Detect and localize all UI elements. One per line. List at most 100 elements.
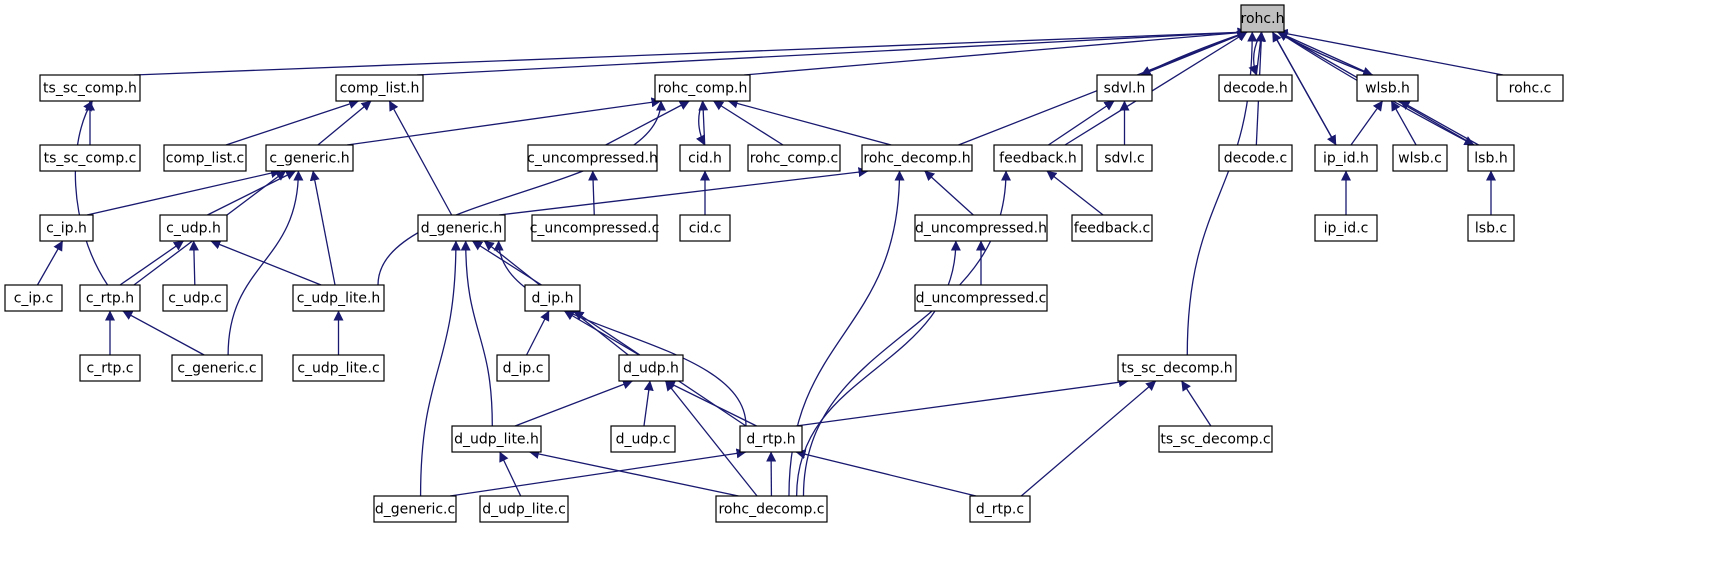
edge-d_generic_c-to-d_rtp_h bbox=[449, 448, 747, 497]
node-ts-sc-comp-c[interactable]: ts_sc_comp.c bbox=[39, 144, 141, 172]
node-c-ip-c[interactable]: c_ip.c bbox=[4, 284, 63, 312]
node-label: decode.h bbox=[1223, 81, 1288, 97]
node-label: rohc.c bbox=[1509, 81, 1552, 97]
node-box bbox=[39, 144, 141, 172]
node-label: c_uncompressed.h bbox=[527, 151, 658, 167]
node-box bbox=[679, 144, 731, 172]
edge-c_uncompressed_h-to-rohc_comp_h bbox=[605, 100, 690, 146]
node-box bbox=[993, 144, 1083, 172]
node-cid-h[interactable]: cid.h bbox=[679, 144, 731, 172]
node-label: d_ip.c bbox=[503, 361, 544, 377]
node-lsb-c[interactable]: lsb.c bbox=[1467, 214, 1515, 242]
node-label: c_generic.h bbox=[269, 151, 349, 167]
node-label: c_uncompressed.c bbox=[530, 221, 660, 237]
edge-d_uncompressed_h-to-rohc_decomp_h bbox=[924, 170, 974, 216]
node-lsb-h[interactable]: lsb.h bbox=[1467, 144, 1515, 172]
node-d-ip-c[interactable]: d_ip.c bbox=[496, 354, 550, 382]
node-ts-sc-decomp-c[interactable]: ts_sc_decomp.c bbox=[1158, 425, 1273, 453]
node-box bbox=[39, 214, 94, 242]
node-d-ip-h[interactable]: d_ip.h bbox=[524, 284, 581, 312]
node-feedback-h[interactable]: feedback.h bbox=[993, 144, 1083, 172]
edge-rohc_comp_h-to-rohc_h bbox=[743, 27, 1248, 76]
node-box bbox=[861, 144, 973, 172]
node-ip-id-h[interactable]: ip_id.h bbox=[1314, 144, 1378, 172]
node-rohc-c[interactable]: rohc.c bbox=[1496, 74, 1564, 102]
node-c-rtp-c[interactable]: c_rtp.c bbox=[79, 354, 141, 382]
edge-rohc_comp_h-to-cid_h bbox=[695, 100, 706, 146]
node-label: d_generic.c bbox=[375, 502, 455, 518]
node-label: rohc_comp.h bbox=[658, 81, 748, 97]
node-box bbox=[969, 495, 1031, 523]
node-d-rtp-h[interactable]: d_rtp.h bbox=[739, 425, 803, 453]
edge-lsb_h-to-wlsb_h bbox=[1399, 100, 1479, 146]
node-c-rtp-h[interactable]: c_rtp.h bbox=[79, 284, 141, 312]
node-d-udp-h[interactable]: d_udp.h bbox=[618, 354, 684, 382]
node-c-udp-h[interactable]: c_udp.h bbox=[159, 214, 228, 242]
node-label: d_udp_lite.h bbox=[454, 432, 539, 448]
node-rohc-decomp-h[interactable]: rohc_decomp.h bbox=[861, 144, 973, 172]
node-box bbox=[4, 284, 63, 312]
node-rohc-comp-h[interactable]: rohc_comp.h bbox=[654, 74, 751, 102]
node-d-udp-c[interactable]: d_udp.c bbox=[610, 425, 676, 453]
node-label: wlsb.c bbox=[1398, 151, 1442, 167]
node-label: feedback.h bbox=[999, 151, 1077, 167]
node-rohc-decomp-c[interactable]: rohc_decomp.c bbox=[715, 495, 828, 523]
node-sdvl-c[interactable]: sdvl.c bbox=[1096, 144, 1153, 172]
node-box bbox=[79, 284, 141, 312]
node-box bbox=[1117, 354, 1237, 382]
node-wlsb-h[interactable]: wlsb.h bbox=[1356, 74, 1419, 102]
node-decode-c[interactable]: decode.c bbox=[1218, 144, 1293, 172]
edge-c_generic_c-to-c_generic_h bbox=[227, 170, 304, 356]
node-ts-sc-decomp-h[interactable]: ts_sc_decomp.h bbox=[1117, 354, 1237, 382]
node-rohc-h[interactable]: rohc.h bbox=[1240, 4, 1285, 33]
node-label: comp_list.h bbox=[340, 81, 420, 97]
node-d-generic-h[interactable]: d_generic.h bbox=[417, 214, 506, 242]
edge-d_rtp_h-to-d_udp_h bbox=[664, 380, 757, 427]
node-cid-c[interactable]: cid.c bbox=[679, 214, 731, 242]
node-box bbox=[479, 495, 569, 523]
node-box bbox=[531, 214, 658, 242]
node-label: d_rtp.h bbox=[746, 432, 795, 448]
node-label: d_uncompressed.h bbox=[915, 221, 1047, 237]
node-label: ip_id.c bbox=[1324, 221, 1369, 237]
node-d-udp-lite-h[interactable]: d_udp_lite.h bbox=[451, 425, 542, 453]
node-feedback-c[interactable]: feedback.c bbox=[1071, 214, 1153, 242]
node-comp-list-c[interactable]: comp_list.c bbox=[163, 144, 247, 172]
edge-cid_h-to-rohc_comp_h bbox=[698, 100, 709, 146]
edge-d_rtp_c-to-d_rtp_h bbox=[795, 449, 977, 497]
node-box bbox=[79, 354, 141, 382]
node-c-generic-h[interactable]: c_generic.h bbox=[265, 144, 354, 172]
node-comp-list-h[interactable]: comp_list.h bbox=[335, 74, 424, 102]
node-d-uncompressed-c[interactable]: d_uncompressed.c bbox=[914, 284, 1048, 312]
node-d-uncompressed-h[interactable]: d_uncompressed.h bbox=[914, 214, 1048, 242]
edge-d_udp_lite_c-to-d_udp_lite_h bbox=[499, 451, 522, 497]
node-c-udp-lite-h[interactable]: c_udp_lite.h bbox=[292, 284, 385, 312]
node-box bbox=[292, 354, 385, 382]
node-c-uncompressed-c[interactable]: c_uncompressed.c bbox=[530, 214, 660, 242]
edge-d_udp_lite_h-to-d_generic_h bbox=[460, 240, 493, 427]
node-c-uncompressed-h[interactable]: c_uncompressed.h bbox=[527, 144, 658, 172]
node-ts-sc-comp-h[interactable]: ts_sc_comp.h bbox=[39, 74, 141, 102]
node-box bbox=[679, 214, 731, 242]
node-c-udp-lite-c[interactable]: c_udp_lite.c bbox=[292, 354, 385, 382]
node-rohc-comp-c[interactable]: rohc_comp.c bbox=[747, 144, 841, 172]
edge-feedback_h-to-rohc_h bbox=[1064, 31, 1248, 146]
node-wlsb-c[interactable]: wlsb.c bbox=[1392, 144, 1448, 172]
node-d-rtp-c[interactable]: d_rtp.c bbox=[969, 495, 1031, 523]
node-decode-h[interactable]: decode.h bbox=[1218, 74, 1293, 102]
node-d-udp-lite-c[interactable]: d_udp_lite.c bbox=[479, 495, 569, 523]
node-c-generic-c[interactable]: c_generic.c bbox=[171, 354, 263, 382]
node-c-udp-c[interactable]: c_udp.c bbox=[162, 284, 228, 312]
node-c-ip-h[interactable]: c_ip.h bbox=[39, 214, 94, 242]
node-sdvl-h[interactable]: sdvl.h bbox=[1096, 74, 1153, 102]
edge-d_rtp_c-to-ts_sc_decomp_h bbox=[1020, 380, 1157, 497]
edge-rohc_decomp_c-to-d_udp_lite_h bbox=[529, 449, 739, 497]
node-ip-id-c[interactable]: ip_id.c bbox=[1314, 214, 1378, 242]
node-box bbox=[747, 144, 841, 172]
node-d-generic-c[interactable]: d_generic.c bbox=[373, 495, 457, 523]
node-label: ts_sc_comp.c bbox=[44, 151, 137, 167]
edge-c_ip_c-to-c_ip_h bbox=[36, 240, 64, 286]
node-box bbox=[739, 425, 803, 453]
edge-feedback_h-to-sdvl_h bbox=[1048, 100, 1115, 146]
